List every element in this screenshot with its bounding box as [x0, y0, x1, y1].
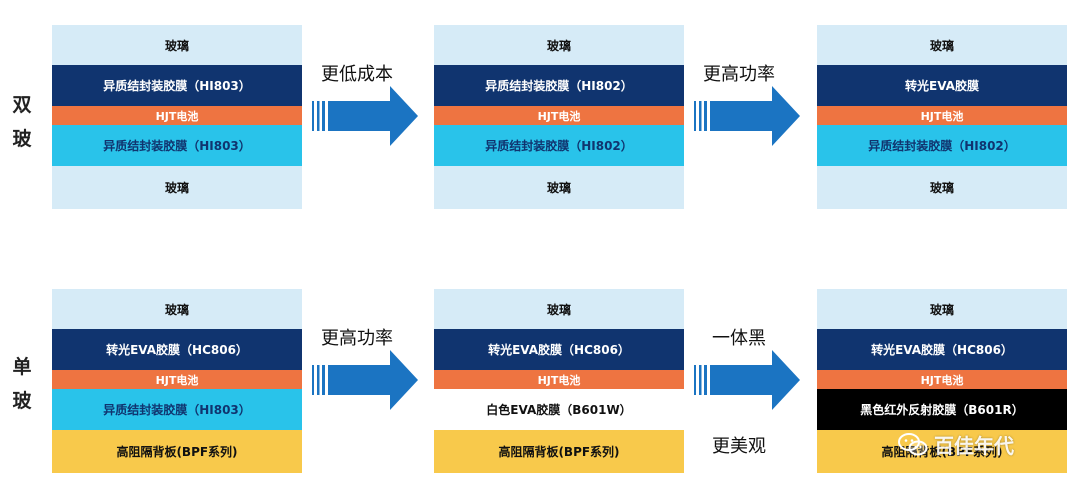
arrow-extra-label: 更美观 — [712, 436, 766, 457]
arrow-stripe — [312, 101, 314, 131]
layer-glass: 玻璃 — [817, 25, 1067, 65]
arrow-stripe — [317, 365, 320, 395]
layer-dark-film: 异质结封装胶膜（HI802） — [434, 65, 684, 106]
arrow-label: 更高功率 — [321, 328, 393, 349]
layer-white-film: 白色EVA胶膜（B601W） — [434, 389, 684, 430]
layer-glass: 玻璃 — [434, 25, 684, 65]
layer-glass: 玻璃 — [52, 25, 302, 65]
layer-cell: HJT电池 — [434, 106, 684, 125]
arrow-stripe — [704, 365, 707, 395]
layer-glass: 玻璃 — [52, 289, 302, 329]
layer-backsheet: 高阻隔背板(BPF系列) — [52, 430, 302, 473]
arrow-label: 更高功率 — [703, 64, 775, 85]
arrow-label: 一体黑 — [712, 328, 766, 349]
arrow-stripe — [322, 101, 325, 131]
layer-cyan-film: 异质结封装胶膜（HI802） — [817, 125, 1067, 166]
arrow-stripe — [699, 365, 702, 395]
layer-glass: 玻璃 — [434, 289, 684, 329]
layer-glass: 玻璃 — [817, 289, 1067, 329]
layer-black-film: 黑色红外反射胶膜（B601R） — [817, 389, 1067, 430]
layer-glass: 玻璃 — [434, 166, 684, 209]
layer-dark-film: 转光EVA胶膜（HC806） — [52, 329, 302, 370]
arrow-stripe — [322, 365, 325, 395]
watermark: 百佳年代 — [898, 430, 1014, 459]
right-arrow-icon — [312, 86, 418, 146]
right-arrow-icon — [312, 350, 418, 410]
arrow-stripe — [317, 101, 320, 131]
row-label: 双玻 — [12, 94, 32, 150]
right-arrow-icon — [694, 350, 800, 410]
arrow-stripe — [704, 101, 707, 131]
layer-cell: HJT电池 — [434, 370, 684, 389]
layer-stack: 玻璃转光EVA胶膜（HC806）HJT电池白色EVA胶膜（B601W）高阻隔背板… — [434, 289, 684, 473]
layer-cyan-film: 异质结封装胶膜（HI803） — [52, 125, 302, 166]
layer-stack: 玻璃异质结封装胶膜（HI803）HJT电池异质结封装胶膜（HI803）玻璃 — [52, 25, 302, 209]
layer-cell: HJT电池 — [52, 370, 302, 389]
layer-stack: 玻璃异质结封装胶膜（HI802）HJT电池异质结封装胶膜（HI802）玻璃 — [434, 25, 684, 209]
layer-glass: 玻璃 — [817, 166, 1067, 209]
layer-backsheet: 高阻隔背板(BPF系列) — [434, 430, 684, 473]
layer-dark-film: 转光EVA胶膜（HC806） — [817, 329, 1067, 370]
right-arrow-icon — [694, 86, 800, 146]
arrow-body — [710, 350, 800, 410]
layer-cell: HJT电池 — [52, 106, 302, 125]
layer-glass: 玻璃 — [52, 166, 302, 209]
layer-dark-film: 转光EVA胶膜（HC806） — [434, 329, 684, 370]
layer-dark-film: 异质结封装胶膜（HI803） — [52, 65, 302, 106]
arrow-body — [710, 86, 800, 146]
layer-cyan-film: 异质结封装胶膜（HI802） — [434, 125, 684, 166]
row-label: 单玻 — [12, 356, 32, 412]
arrow-body — [328, 86, 418, 146]
layer-dark-film: 转光EVA胶膜 — [817, 65, 1067, 106]
layer-stack: 玻璃转光EVA胶膜（HC806）HJT电池异质结封装胶膜（HI803）高阻隔背板… — [52, 289, 302, 473]
layer-stack: 玻璃转光EVA胶膜（HC806）HJT电池黑色红外反射胶膜（B601R）高阻隔背… — [817, 289, 1067, 473]
arrow-stripe — [312, 365, 314, 395]
layer-cyan-film: 异质结封装胶膜（HI803） — [52, 389, 302, 430]
arrow-body — [328, 350, 418, 410]
layer-cell: HJT电池 — [817, 370, 1067, 389]
arrow-label: 更低成本 — [321, 64, 393, 85]
layer-cell: HJT电池 — [817, 106, 1067, 125]
wechat-icon — [898, 432, 928, 455]
arrow-stripe — [694, 365, 696, 395]
arrow-stripe — [699, 101, 702, 131]
arrow-stripe — [694, 101, 696, 131]
watermark-text: 百佳年代 — [934, 434, 1014, 458]
